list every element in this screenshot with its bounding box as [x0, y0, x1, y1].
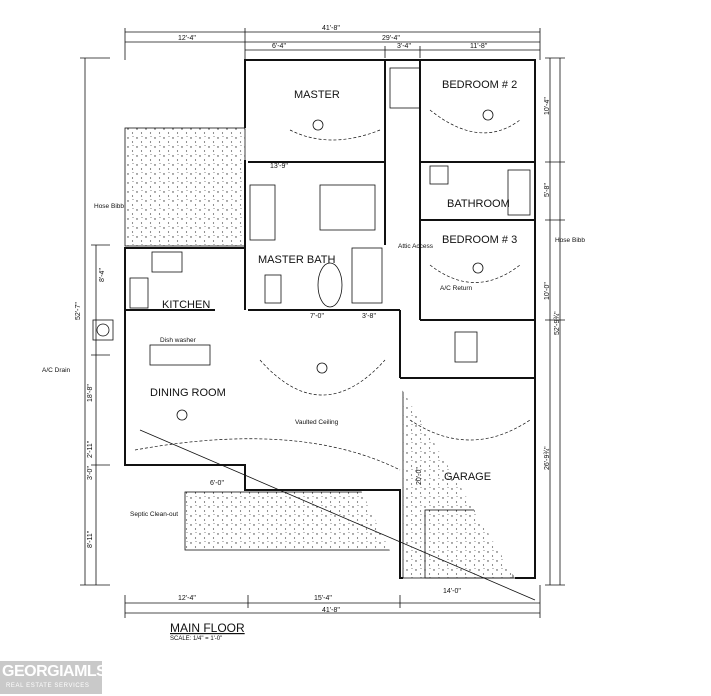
svg-text:10'-0": 10'-0"	[544, 282, 551, 300]
georgia-mls-logo: GEORGIAMLS REAL ESTATE SERVICES	[0, 661, 107, 694]
svg-text:2'-11": 2'-11"	[87, 440, 94, 458]
svg-text:5'-8": 5'-8"	[544, 183, 551, 197]
svg-text:26'-9¾": 26'-9¾"	[544, 446, 551, 470]
svg-text:41'-8": 41'-8"	[322, 25, 340, 32]
svg-text:41'-8": 41'-8"	[322, 607, 340, 614]
note-hose-bibb-right: Hose Bibb	[555, 237, 585, 244]
room-bedroom-2: BEDROOM # 2	[442, 79, 517, 91]
svg-text:18'-8": 18'-8"	[87, 384, 94, 402]
note-ac-drain: A/C Drain	[42, 367, 71, 374]
svg-text:13'-9": 13'-9"	[270, 163, 288, 170]
logo-wordmark: GEORGIAMLS	[2, 663, 107, 680]
walls	[92, 59, 536, 579]
svg-text:3'-4": 3'-4"	[397, 43, 411, 50]
svg-text:3'-0": 3'-0"	[87, 466, 94, 480]
svg-text:8'-11": 8'-11"	[87, 530, 94, 548]
dimension-labels: 41'-8" 12'-4" 29'-4" 6'-4" 3'-4" 11'-8" …	[75, 25, 561, 614]
svg-text:52'-9¾": 52'-9¾"	[554, 311, 561, 335]
svg-text:29'-4": 29'-4"	[382, 35, 400, 42]
svg-text:11'-8": 11'-8"	[470, 43, 488, 50]
note-hose-bibb-left: Hose Bibb	[94, 203, 124, 210]
plan-scale: SCALE: 1/4" = 1'-0"	[170, 636, 222, 642]
svg-text:15'-4": 15'-4"	[314, 595, 332, 602]
svg-text:6'-4": 6'-4"	[272, 43, 286, 50]
svg-text:3'-8": 3'-8"	[362, 313, 376, 320]
note-dish-washer: Dish washer	[160, 337, 197, 344]
note-vaulted-ceiling: Vaulted Ceiling	[295, 419, 339, 426]
room-garage: GARAGE	[444, 471, 491, 483]
front-porch	[184, 491, 401, 551]
svg-text:7'-0": 7'-0"	[310, 313, 324, 320]
electrical	[134, 109, 536, 601]
svg-text:12'-4": 12'-4"	[178, 35, 196, 42]
dimension-lines	[80, 28, 565, 618]
room-kitchen: KITCHEN	[162, 299, 210, 311]
room-dining: DINING ROOM	[150, 387, 226, 399]
svg-text:52'-7": 52'-7"	[75, 302, 82, 320]
svg-text:8'-4": 8'-4"	[99, 268, 106, 282]
rear-patio	[124, 127, 246, 247]
svg-text:12'-4": 12'-4"	[178, 595, 196, 602]
room-master: MASTER	[294, 89, 340, 101]
plan-title: MAIN FLOOR	[170, 621, 245, 635]
note-attic-access: Attic Access	[398, 243, 434, 250]
logo-tagline: REAL ESTATE SERVICES	[6, 683, 90, 689]
svg-text:14'-0": 14'-0"	[443, 588, 461, 595]
room-master-bath: MASTER BATH	[258, 254, 335, 266]
note-septic: Septic Clean-out	[130, 511, 178, 518]
svg-text:20'-0": 20'-0"	[416, 467, 423, 485]
room-bathroom: BATHROOM	[447, 198, 510, 210]
room-bedroom-3: BEDROOM # 3	[442, 234, 517, 246]
note-ac-return: A/C Return	[440, 285, 473, 292]
svg-text:6'-0": 6'-0"	[210, 480, 224, 487]
svg-text:10'-4": 10'-4"	[544, 97, 551, 115]
